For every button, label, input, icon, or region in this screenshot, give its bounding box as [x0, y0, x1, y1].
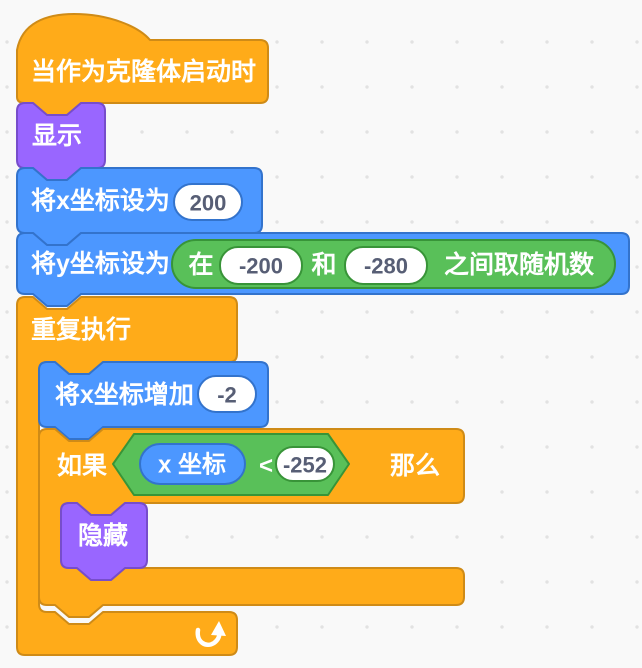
- number-input-field[interactable]: [275, 446, 335, 482]
- number-input-value: -280: [364, 254, 408, 279]
- input-random-to[interactable]: -280: [344, 246, 428, 285]
- number-input-field[interactable]: [173, 183, 243, 221]
- input-compare-value[interactable]: -252: [275, 446, 335, 482]
- boolean-less-than[interactable]: x 坐标 < -252: [112, 433, 350, 496]
- block-label: 将x坐标增加: [55, 380, 194, 409]
- block-label: 将y坐标设为: [31, 249, 170, 278]
- block-set-x[interactable]: 将x坐标设为 200: [16, 167, 263, 246]
- block-label: 重复执行: [31, 315, 131, 344]
- number-input-value: 200: [190, 191, 227, 216]
- number-input-value: -200: [239, 254, 283, 279]
- block-hide[interactable]: 隐藏: [60, 502, 148, 581]
- number-input-value: -2: [217, 383, 237, 408]
- input-random-from[interactable]: -200: [219, 246, 303, 285]
- block-set-y[interactable]: 将y坐标设为 在 -200 和 -280 之间取随机数: [16, 232, 630, 307]
- block-when-started-as-clone[interactable]: 当作为克隆体启动时: [16, 13, 269, 116]
- reporter-label: x 坐标: [158, 452, 226, 479]
- number-input-field[interactable]: [344, 246, 428, 285]
- block-label: 将x坐标设为: [31, 186, 170, 215]
- random-suffix-label: 之间取随机数: [444, 250, 595, 279]
- random-and-label: 和: [311, 251, 336, 279]
- block-label: 隐藏: [78, 522, 128, 550]
- block-show[interactable]: 显示: [16, 102, 106, 181]
- input-change-x-value[interactable]: -2: [197, 375, 257, 413]
- block-change-x[interactable]: 将x坐标增加 -2: [38, 361, 269, 440]
- reporter-pill-shape[interactable]: [139, 443, 246, 485]
- number-input-field[interactable]: [219, 246, 303, 285]
- block-label: 显示: [32, 122, 82, 150]
- if-label: 如果: [57, 452, 107, 480]
- operator-label: <: [259, 453, 273, 480]
- number-input-value: -252: [283, 453, 327, 478]
- block-pick-random[interactable]: 在 -200 和 -280 之间取随机数: [171, 239, 616, 289]
- number-input-field[interactable]: [197, 375, 257, 413]
- stack-block-shape[interactable]: [60, 502, 148, 581]
- block-label: 当作为克隆体启动时: [31, 57, 256, 86]
- block-if-then[interactable]: 如果 x 坐标 < -252 那么: [38, 428, 465, 618]
- random-prefix-label: 在: [188, 251, 213, 279]
- input-set-x-value[interactable]: 200: [173, 183, 243, 221]
- loop-arrow-icon: [195, 621, 226, 647]
- reporter-x-position[interactable]: x 坐标: [139, 443, 246, 485]
- then-label: 那么: [390, 452, 440, 480]
